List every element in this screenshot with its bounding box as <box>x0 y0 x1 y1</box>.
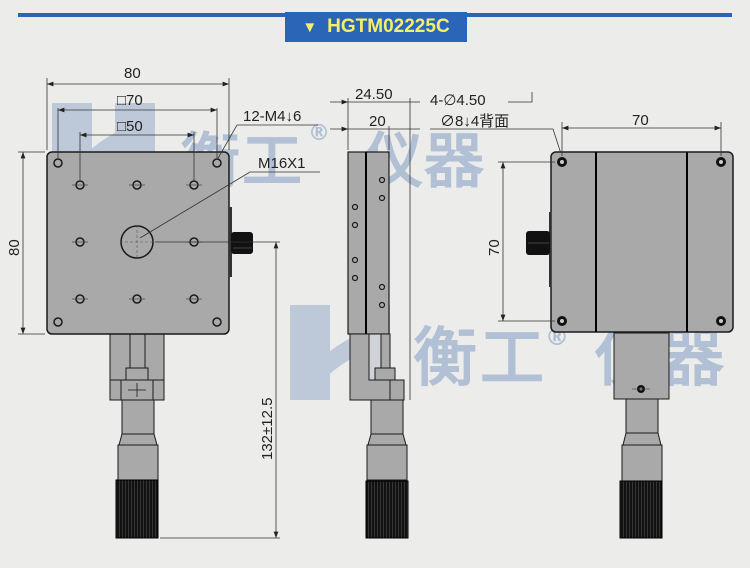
watermark-char: 工 <box>242 127 302 197</box>
dim-hole-spacing-x: 70 <box>632 112 649 129</box>
triangle-down-icon: ▼ <box>302 18 318 36</box>
label-tapped-holes: 12-M4↓6 <box>243 108 301 125</box>
dim-pattern-outer: □70 <box>117 92 143 109</box>
knurled-knob-icon <box>619 480 663 539</box>
dim-travel-height: 132±12.5 <box>259 398 276 460</box>
label-center-thread: M16X1 <box>258 155 306 172</box>
dim-total-depth: 24.50 <box>355 86 393 103</box>
label-counterbore: ∅8↓4背面 <box>440 113 509 130</box>
knurled-knob-icon <box>115 479 159 539</box>
watermark-registered-icon: ® <box>308 121 330 146</box>
watermark-char: 工 <box>480 322 544 396</box>
top-plate <box>46 151 230 335</box>
watermark-char: 衡 <box>413 322 477 396</box>
front-view: 80 □70 □50 12-M4↓6 M16X1 80 132±12.5 <box>6 65 320 539</box>
watermark-char: 器 <box>424 127 485 197</box>
label-through-holes: 4-∅4.50 <box>430 92 486 109</box>
rear-view: 70 70 <box>486 112 734 539</box>
dim-pattern-inner: □50 <box>117 118 143 135</box>
side-view: 24.50 20 4-∅4.50 ∅8↓4背面 <box>330 86 564 539</box>
watermark-char: 器 <box>660 322 725 396</box>
lock-knob-icon <box>231 232 253 254</box>
model-number: HGTM02225C <box>327 16 450 37</box>
rear-plate <box>550 151 734 333</box>
dim-overall-width: 80 <box>124 65 141 82</box>
dim-overall-height: 80 <box>6 239 23 256</box>
model-title-badge: ▼ HGTM02225C <box>285 12 467 42</box>
dim-hole-spacing-y: 70 <box>486 239 503 256</box>
dim-body-depth: 20 <box>369 113 386 130</box>
knurled-knob-icon <box>365 480 409 539</box>
corner-holes <box>53 158 222 327</box>
